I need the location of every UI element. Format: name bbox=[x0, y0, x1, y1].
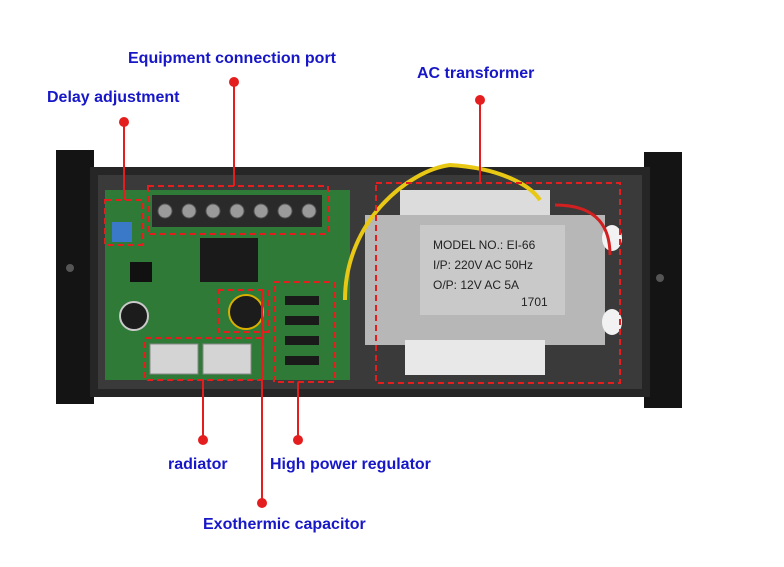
radiator-heatsinks bbox=[149, 343, 252, 375]
marker-dot-transformer bbox=[475, 95, 485, 105]
marker-dot-delay bbox=[119, 117, 129, 127]
leader-lines bbox=[123, 82, 481, 503]
ac-transformer-label: AC transformer bbox=[417, 65, 535, 82]
nameplate-input: I/P: 220V AC 50Hz bbox=[433, 258, 533, 272]
high-power-regulator-label: High power regulator bbox=[270, 456, 431, 473]
left-screw bbox=[66, 264, 74, 272]
transformer-bracket-top bbox=[400, 190, 550, 218]
marker-dot-regulator bbox=[293, 435, 303, 445]
mount-hole-bottom bbox=[602, 309, 622, 335]
relay bbox=[200, 238, 258, 282]
highlight-boxes bbox=[104, 182, 621, 384]
right-screw bbox=[656, 274, 664, 282]
delay-potentiometer bbox=[112, 222, 132, 242]
nameplate-output: O/P: 12V AC 5A bbox=[433, 278, 519, 292]
radiator-label: radiator bbox=[168, 456, 228, 473]
regulator-diodes bbox=[285, 296, 319, 365]
red-wire bbox=[554, 203, 612, 256]
marker-dots bbox=[119, 77, 485, 508]
transformer-nameplate bbox=[420, 225, 565, 315]
delay-adjustment-label: Delay adjustment bbox=[47, 89, 180, 106]
equipment-port-label: Equipment connection port bbox=[128, 50, 336, 67]
exothermic-capacitor-label: Exothermic capacitor bbox=[203, 516, 366, 533]
nameplate-model: MODEL NO.: EI-66 bbox=[433, 238, 536, 252]
transformer-bracket-bottom bbox=[405, 340, 545, 375]
marker-dot-capacitor bbox=[257, 498, 267, 508]
exothermic-capacitor-part bbox=[228, 294, 264, 330]
left-capacitor bbox=[119, 301, 149, 331]
left-flange bbox=[56, 150, 94, 404]
terminal-screws bbox=[157, 203, 317, 219]
marker-dot-radiator bbox=[198, 435, 208, 445]
nameplate-code: 1701 bbox=[521, 295, 548, 309]
marker-dot-equipment bbox=[229, 77, 239, 87]
ic-chip bbox=[130, 262, 152, 282]
